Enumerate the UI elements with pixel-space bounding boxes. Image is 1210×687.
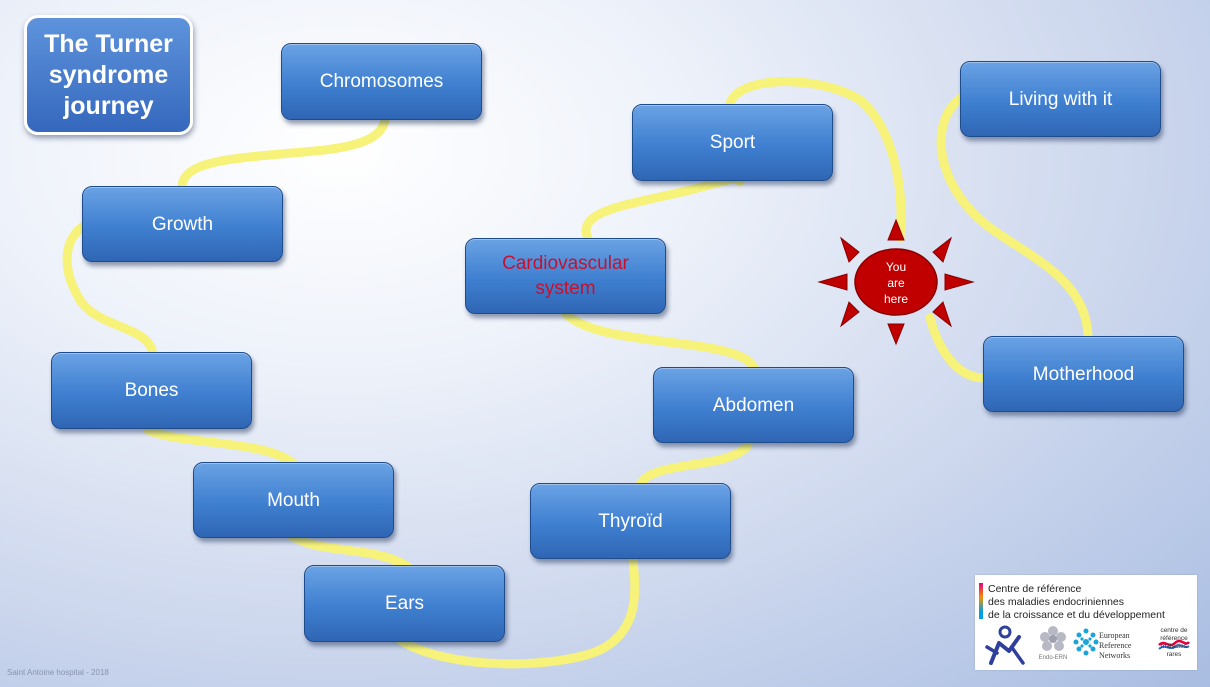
node-label: Ears xyxy=(384,593,425,614)
node-bones[interactable]: Bones xyxy=(51,352,252,429)
rare-diseases-logo xyxy=(1158,639,1190,650)
node-thyroid[interactable]: Thyroïd xyxy=(530,483,731,559)
centre-line-3: de la croissance et du développement xyxy=(988,609,1165,621)
node-label: Mouth xyxy=(267,489,320,511)
node-growth[interactable]: Growth xyxy=(82,186,283,262)
node-label: Motherhood xyxy=(1032,363,1135,385)
node-label: Living with it xyxy=(1008,88,1113,110)
node-chromosomes[interactable]: Chromosomes xyxy=(281,43,482,120)
node-sport[interactable]: Sport xyxy=(632,104,833,181)
endo-ern-logo xyxy=(1040,626,1066,651)
footer-credit: Saint Antoine hospital - 2018 xyxy=(7,668,109,677)
node-abdomen[interactable]: Abdomen xyxy=(653,367,854,443)
you-are-here-marker xyxy=(817,218,975,346)
node-label: Abdomen xyxy=(712,394,795,416)
node-living[interactable]: Living with it xyxy=(960,61,1161,137)
centre-figure-logo xyxy=(985,625,1025,665)
marker-label: You are here xyxy=(857,254,935,312)
title-box: The Turner syndrome journey xyxy=(24,15,193,135)
node-label: Thyroïd xyxy=(598,510,663,532)
centre-line-2: des maladies endocriniennes xyxy=(988,596,1125,608)
color-bar xyxy=(979,583,983,619)
marker-text: You are here xyxy=(883,260,909,306)
title: The Turner syndrome journey xyxy=(44,29,173,120)
node-mouth[interactable]: Mouth xyxy=(193,462,394,538)
node-motherhood[interactable]: Motherhood xyxy=(983,336,1184,412)
node-cardiovascular[interactable]: Cardiovascular system xyxy=(465,238,666,314)
ern-dots-logo xyxy=(1073,628,1099,656)
node-ears[interactable]: Ears xyxy=(304,565,505,642)
node-label: Chromosomes xyxy=(319,71,444,92)
rare-label: centre de référence maladies rares xyxy=(1160,627,1188,658)
node-label: Sport xyxy=(709,132,756,153)
endo-ern-label: Endo-ERN xyxy=(1038,655,1068,661)
node-label: Cardiovascular system xyxy=(502,253,629,299)
ern-label: European Reference Networks xyxy=(1099,631,1132,660)
node-label: Bones xyxy=(124,380,179,401)
centre-line-1: Centre de référence xyxy=(988,583,1082,595)
partner-logos: Centre de référence des maladies endocri… xyxy=(975,575,1197,670)
node-label: Growth xyxy=(151,213,214,235)
